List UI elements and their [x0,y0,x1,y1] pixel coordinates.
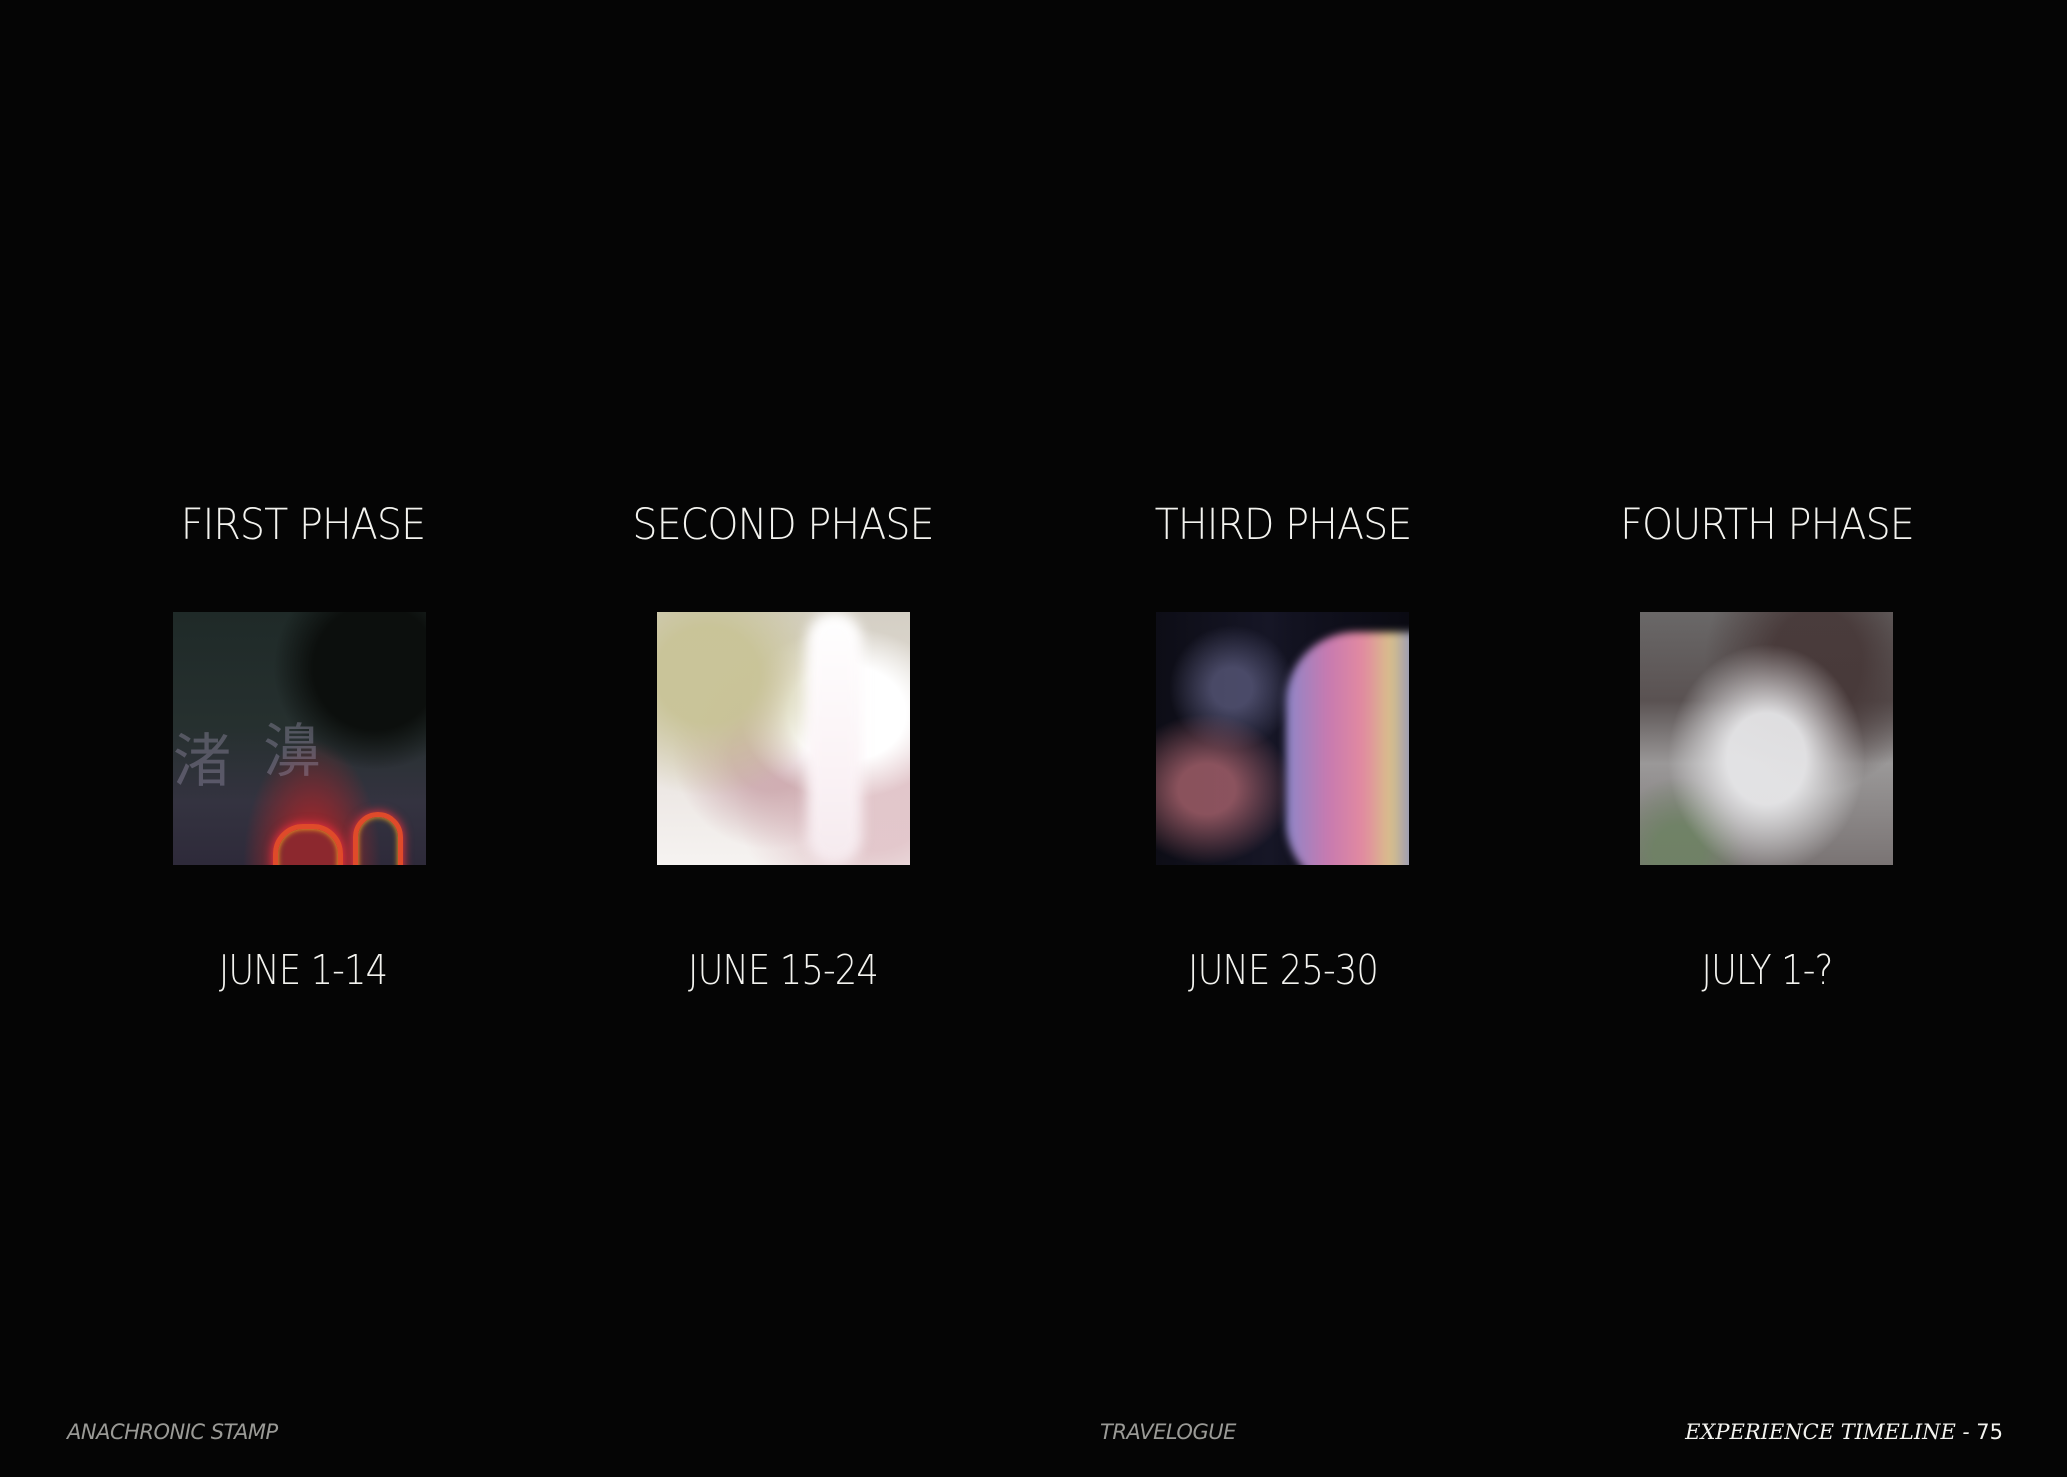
phase-column-1: FIRST PHASE 渚 濞 JUNE 1-14 [93,0,513,1020]
footer-section-name: TRAVELOGUE [1100,1420,1236,1444]
phase-column-2: SECOND PHASE JUNE 15-24 [573,0,993,1020]
footer-page-label: EXPERIENCE TIMELINE - 75 [1685,1420,2003,1444]
phase-date: JUNE 1-14 [218,946,388,994]
phase-title: THIRD PHASE [1154,500,1413,550]
footer-separator: - [1955,1420,1977,1444]
phase-title: SECOND PHASE [632,500,934,550]
phase-date: JUNE 15-24 [688,946,879,994]
footer-publication-name: ANACHRONIC STAMP [67,1420,278,1444]
phase-image [657,612,910,865]
phase-title: FIRST PHASE [180,500,426,550]
phase-date: JULY 1-? [1701,946,1834,994]
phase-image [1156,612,1409,865]
phase-image: 渚 濞 [173,612,426,865]
footer-section-title: EXPERIENCE TIMELINE [1685,1420,1956,1444]
phase-title: FOURTH PHASE [1620,500,1915,550]
phase-image [1640,612,1893,865]
page-number: 75 [1976,1420,2003,1444]
phase-column-4: FOURTH PHASE JULY 1-? [1557,0,1977,1020]
phase-date: JUNE 25-30 [1188,946,1379,994]
phase-column-3: THIRD PHASE JUNE 25-30 [1073,0,1493,1020]
